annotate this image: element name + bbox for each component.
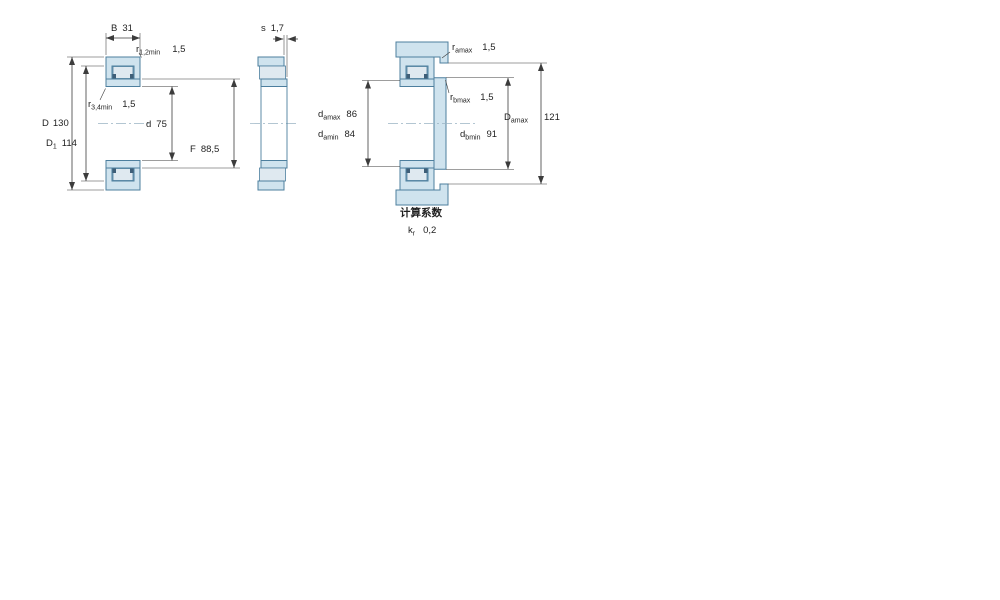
inner-ring-bottom bbox=[399, 160, 435, 169]
outer-ring-face-top bbox=[257, 56, 285, 67]
calculation-factors-heading: 计算系数 bbox=[400, 206, 442, 219]
cage-bottom-left bbox=[112, 165, 116, 173]
roller-zone-bottom bbox=[259, 167, 286, 182]
housing-bottom bbox=[395, 183, 449, 206]
inner-ring-top bbox=[399, 78, 435, 87]
cage-top-right bbox=[130, 74, 134, 82]
cage-bottom-left bbox=[406, 165, 410, 173]
leader-line bbox=[445, 79, 450, 94]
inner-ring-bottom bbox=[105, 160, 141, 169]
inner-ring-top bbox=[105, 78, 141, 87]
cage-top-left bbox=[406, 74, 410, 82]
roller-zone-top bbox=[259, 65, 286, 80]
cage-bottom-right bbox=[424, 165, 428, 173]
housing-top bbox=[395, 41, 449, 64]
outer-ring-face-bottom bbox=[257, 180, 285, 191]
cage-bottom-right bbox=[130, 165, 134, 173]
cage-top-right bbox=[424, 74, 428, 82]
inner-ring-face-bottom bbox=[260, 160, 288, 169]
cage-top-left bbox=[112, 74, 116, 82]
leader-line bbox=[441, 51, 451, 59]
leader-line bbox=[99, 88, 106, 101]
inner-ring-face-top bbox=[260, 78, 288, 87]
leader-line bbox=[138, 52, 142, 58]
